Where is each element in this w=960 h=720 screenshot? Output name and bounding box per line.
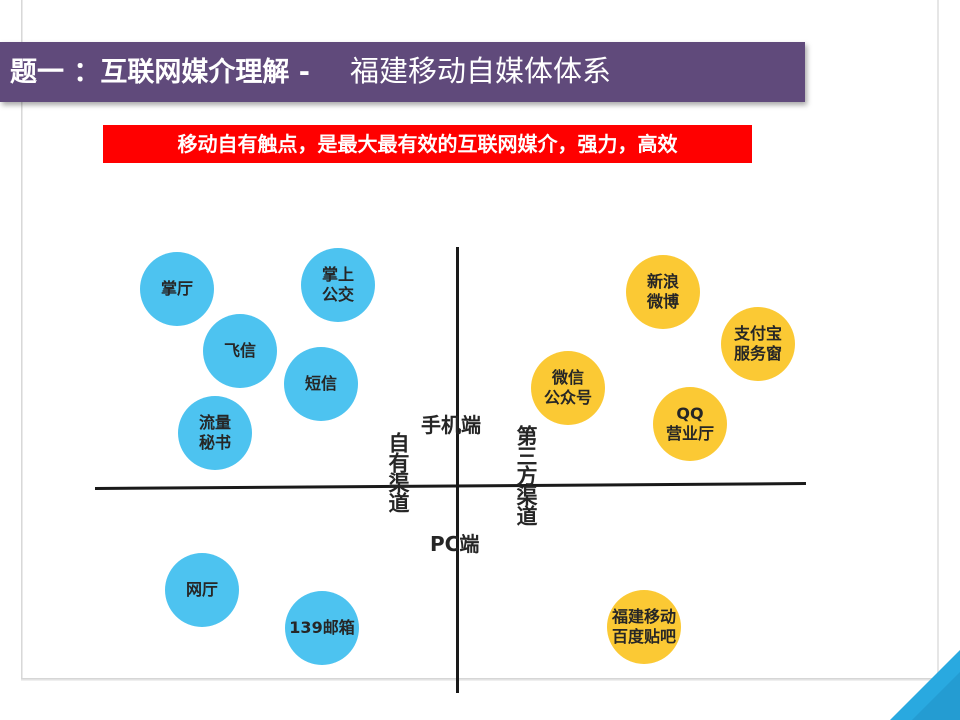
node-zhangting: 掌厅 (140, 252, 214, 326)
slide-title: 题一 ：互联网媒介理解 - (10, 57, 311, 88)
node-feixin: 飞信 (203, 314, 277, 388)
node-liuliang-mishu: 流量 秘书 (178, 396, 252, 470)
node-label: 支付宝 服务窗 (733, 324, 782, 363)
node-label: QQ 营业厅 (665, 404, 714, 443)
slide-frame-bottom (21, 678, 939, 681)
node-label: 掌上 公交 (321, 265, 354, 304)
horizontal-axis (94, 482, 806, 490)
node-label: 福建移动 百度贴吧 (611, 607, 676, 646)
corner-decoration (890, 650, 960, 720)
node-label: 微信 公众号 (543, 368, 592, 407)
node-139-mail: 139邮箱 (285, 591, 359, 665)
node-label: 流量 秘书 (198, 413, 231, 452)
axis-label-third-party-channel: 第三方渠道 (514, 425, 538, 525)
slide-subtitle: 福建移动自媒体体系 (350, 54, 612, 88)
node-wechat-official: 微信 公众号 (531, 351, 605, 425)
node-sina-weibo: 新浪 微博 (626, 255, 700, 329)
node-label: 新浪 微博 (646, 272, 679, 311)
node-baidu-tieba: 福建移动 百度贴吧 (607, 590, 681, 664)
node-label: 网厅 (185, 580, 218, 599)
node-duanxin: 短信 (284, 347, 358, 421)
slide-frame-left (21, 0, 23, 680)
title-bar (0, 42, 805, 102)
highlight-banner: 移动自有触点，是最大最有效的互联网媒介，强力，高效 (103, 125, 752, 163)
banner-text: 移动自有触点，是最大最有效的互联网媒介，强力，高效 (177, 132, 678, 156)
node-zhangshang-gongjiao: 掌上 公交 (301, 248, 375, 322)
vertical-axis (456, 247, 459, 693)
node-label: 掌厅 (160, 279, 193, 298)
node-wangting: 网厅 (165, 553, 239, 627)
node-label: 飞信 (223, 341, 256, 360)
node-label: 139邮箱 (289, 618, 355, 637)
axis-label-own-channel: 自有渠道 (386, 432, 410, 512)
node-label: 短信 (304, 374, 337, 393)
axis-label-pc: PC端 (430, 532, 480, 556)
axis-label-mobile: 手机端 (421, 413, 481, 437)
slide-frame-right (937, 0, 939, 681)
node-qq-hall: QQ 营业厅 (653, 387, 727, 461)
node-alipay-service: 支付宝 服务窗 (721, 307, 795, 381)
